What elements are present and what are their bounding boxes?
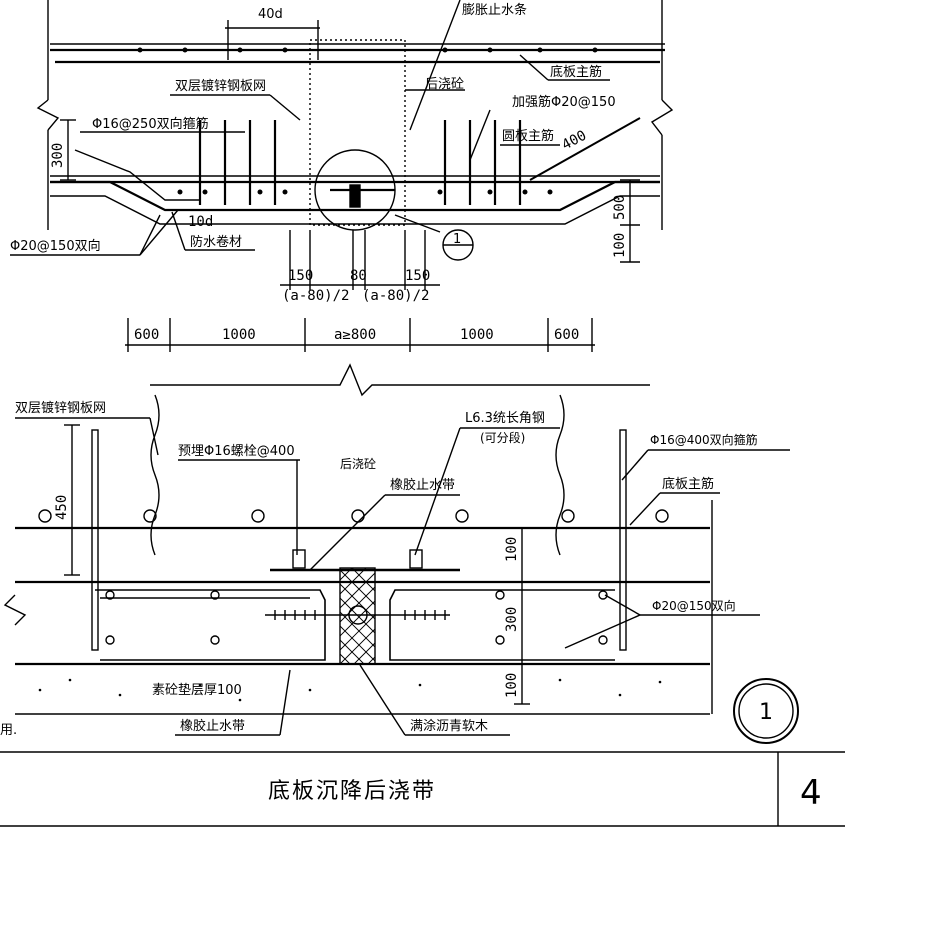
dim-half-b: (a-80)/2 <box>362 288 429 304</box>
detail-mark-number: 1 <box>759 700 773 725</box>
dim-10d: 10d <box>188 214 213 230</box>
dim-100-top: 100 <box>612 233 628 258</box>
dim-80: 80 <box>350 268 367 284</box>
label-rubber-stop-top: 膨胀止水条 <box>462 2 527 18</box>
label-bedding: 素砼垫层厚100 <box>152 682 242 698</box>
label-slab-main-top: 底板主筋 <box>550 64 602 80</box>
top-section <box>10 0 674 352</box>
label-rebar-20-150-both-top: Φ20@150双向 <box>10 238 101 254</box>
dim-40d: 40d <box>258 7 283 22</box>
label-bolt: 预埋Φ16螺栓@400 <box>178 444 295 459</box>
label-double-mesh-bottom: 双层镀锌钢板网 <box>15 400 106 416</box>
dim-100-bottom-a: 100 <box>504 537 520 562</box>
detail-bubble-number: 1 <box>453 232 461 247</box>
label-post-cast-bottom: 后浇砼 <box>340 457 376 471</box>
sheet-number: 4 <box>800 773 822 813</box>
label-rubber-band-bottom: 橡胶止水带 <box>180 718 245 734</box>
label-rubber-band-top: 橡胶止水带 <box>390 477 455 493</box>
dim-150-right: 150 <box>405 268 430 284</box>
label-angle: L6.3统长角钢 <box>465 411 545 426</box>
label-rebar-16-250: Φ16@250双向箍筋 <box>92 116 209 132</box>
dim-450: 450 <box>54 495 70 520</box>
span-dim-2: a≥800 <box>334 327 376 343</box>
label-rebar-20-150-bottom: Φ20@150双向 <box>652 598 736 613</box>
dim-150-left: 150 <box>288 268 313 284</box>
label-rebar-20-150: 加强筋Φ20@150 <box>512 94 616 110</box>
label-slab-main-bottom: 底板主筋 <box>662 476 714 492</box>
drawing-title: 底板沉降后浇带 <box>268 779 436 804</box>
bottom-section <box>3 363 799 744</box>
dim-500: 500 <box>612 195 628 220</box>
label-double-mesh-top: 双层镀锌钢板网 <box>175 78 266 94</box>
dim-300-bottom: 300 <box>504 607 520 632</box>
label-ring-main: 圆板主筋 <box>502 128 554 144</box>
label-rebar-16-400: Φ16@400双向箍筋 <box>650 432 758 447</box>
dim-100-bottom-b: 100 <box>504 673 520 698</box>
span-dim-1: 1000 <box>222 327 256 343</box>
span-dim-4: 600 <box>554 327 579 343</box>
label-post-cast-top: 后浇砼 <box>425 77 464 92</box>
span-dim-3: 1000 <box>460 327 494 343</box>
label-angle-note: (可分段) <box>480 430 525 445</box>
dim-300-top: 300 <box>50 143 66 168</box>
span-dim-0: 600 <box>134 327 159 343</box>
label-waterproof: 防水卷材 <box>190 234 242 250</box>
label-left-cut: 用. <box>0 723 17 738</box>
dim-half-a: (a-80)/2 <box>282 288 349 304</box>
label-asphalt-board: 满涂沥青软木 <box>410 718 488 734</box>
title-block <box>0 751 845 827</box>
